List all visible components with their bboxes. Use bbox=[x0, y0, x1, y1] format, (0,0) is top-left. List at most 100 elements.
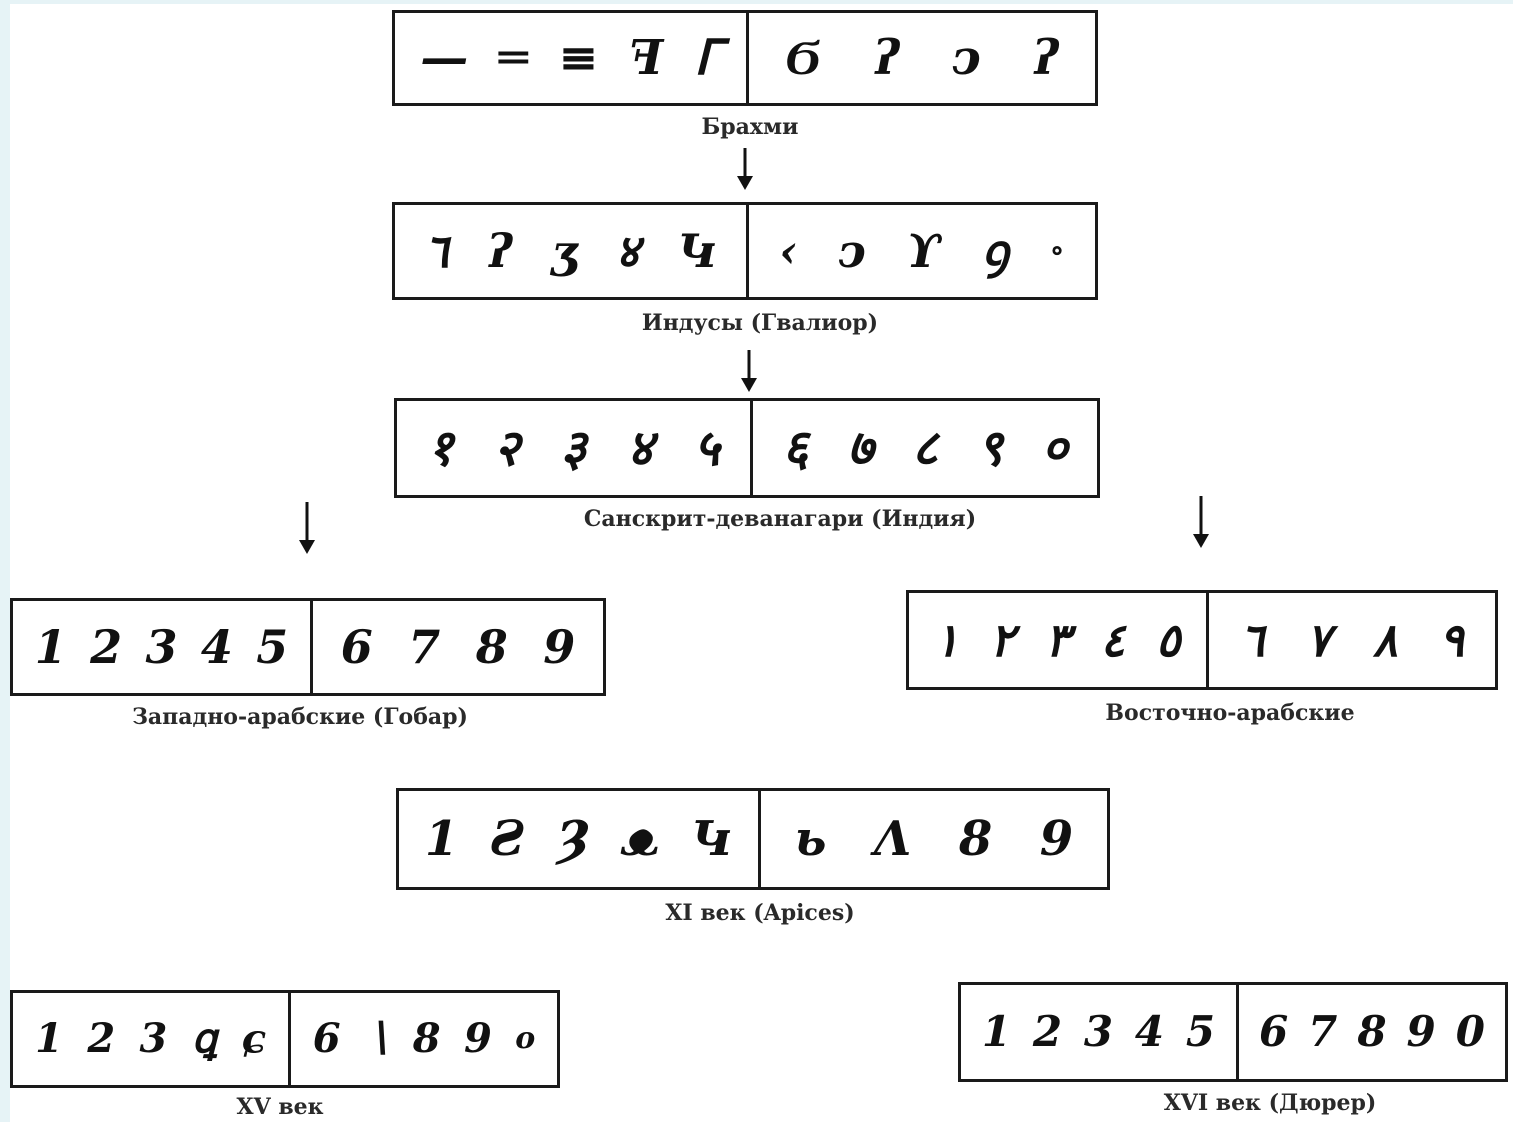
digit: 1 bbox=[35, 1015, 64, 1062]
digit: 7 bbox=[1308, 1007, 1338, 1056]
digit: 1 bbox=[981, 1007, 1012, 1056]
digit: ‹ bbox=[779, 224, 798, 278]
arrow-down-icon bbox=[299, 502, 315, 554]
digits-1-5: ٦ ʔ ʒ ४ Կ bbox=[395, 205, 749, 297]
digit: 9 bbox=[1406, 1007, 1436, 1056]
digit: 8 bbox=[412, 1015, 441, 1062]
digit: ४ bbox=[627, 418, 654, 477]
digit: ९ bbox=[976, 418, 1003, 477]
numeral-box-west-arabic: 1 2 3 4 5 6 7 8 9 bbox=[10, 598, 606, 696]
arrow-down-icon bbox=[741, 350, 757, 392]
digit: 6 bbox=[1258, 1007, 1289, 1056]
digit: ७ bbox=[847, 418, 874, 477]
digit: ʔ bbox=[1032, 30, 1060, 86]
digit: ८ bbox=[911, 418, 938, 477]
numeral-box-sanskrit: १ २ ३ ४ ५ ६ ७ ८ ९ ० bbox=[394, 398, 1100, 498]
digit: ٦ bbox=[424, 224, 449, 278]
digit: २ bbox=[493, 418, 520, 477]
digit: ϒ bbox=[906, 224, 942, 278]
digit: 3 bbox=[145, 620, 178, 674]
digits-1-5: 1 Ƨ Ȝ ᴥ Կ bbox=[399, 791, 761, 887]
digit: ٤ bbox=[1100, 613, 1126, 667]
digit: 2 bbox=[90, 620, 123, 674]
digit: o bbox=[515, 1021, 536, 1056]
digit: ٧ bbox=[1306, 613, 1332, 667]
numeral-box-east-arabic: ١ ٢ ٣ ٤ ٥ ٦ ٧ ٨ ٩ bbox=[906, 590, 1498, 690]
digit: ↄ bbox=[951, 30, 981, 86]
digits-6-9: ٦ ٧ ٨ ٩ bbox=[1209, 593, 1495, 687]
numeral-box-xi-century: 1 Ƨ Ȝ ᴥ Կ ь Λ 8 9 bbox=[396, 788, 1110, 890]
digit: ≡ bbox=[558, 30, 599, 86]
digit: 5 bbox=[256, 620, 289, 674]
caption-xvi-century: XVI век (Дюрер) bbox=[1163, 1090, 1377, 1116]
digit: 3 bbox=[139, 1015, 168, 1062]
digits-1-5: 1 2 3 ꝗ ɕ bbox=[13, 993, 291, 1085]
digit: 4 bbox=[1134, 1007, 1165, 1056]
digit: ᒥ bbox=[693, 30, 721, 86]
page-edge bbox=[0, 0, 10, 1122]
caption-xv-century: XV век bbox=[236, 1094, 324, 1120]
digits-1-5: — ═ ≡ ꟻ ᒥ bbox=[395, 13, 749, 103]
digit: ٢ bbox=[989, 613, 1015, 667]
digit: 6 bbox=[340, 620, 373, 674]
digit: 1 bbox=[424, 811, 459, 867]
digit: ꟻ bbox=[629, 30, 664, 86]
digits-1-5: 1 2 3 4 5 bbox=[961, 985, 1239, 1079]
digit: ∖ bbox=[363, 1015, 390, 1062]
digit: ʔ bbox=[487, 224, 513, 278]
digit: ४ bbox=[615, 224, 640, 278]
caption-east-arabic: Восточно-арабские bbox=[1105, 700, 1355, 726]
digit: ٦ bbox=[1239, 613, 1265, 667]
digits-1-5: १ २ ३ ४ ५ bbox=[397, 401, 753, 495]
digit: ∘ bbox=[1049, 233, 1065, 268]
digits-1-5: 1 2 3 4 5 bbox=[13, 601, 313, 693]
arrow-down-icon bbox=[737, 148, 753, 190]
caption-xi-century: XI век (Apices) bbox=[665, 900, 855, 926]
digit: ʒ bbox=[551, 224, 578, 278]
digit: 5 bbox=[1185, 1007, 1216, 1056]
digit: 7 bbox=[408, 620, 441, 674]
digit: 9 bbox=[543, 620, 576, 674]
numeral-box-xvi-century: 1 2 3 4 5 6 7 8 9 0 bbox=[958, 982, 1508, 1082]
digits-1-5: ١ ٢ ٣ ٤ ٥ bbox=[909, 593, 1209, 687]
digit: ꝯ bbox=[981, 224, 1009, 278]
digits-6-0: 6 7 8 9 0 bbox=[1239, 985, 1505, 1079]
digit: 8 bbox=[475, 620, 508, 674]
digit: — bbox=[420, 30, 469, 86]
digit: 8 bbox=[1357, 1007, 1387, 1056]
caption-sanskrit: Санскрит-деванагари (Индия) bbox=[583, 506, 977, 532]
digit: ٨ bbox=[1372, 613, 1398, 667]
arrow-down-icon bbox=[1193, 496, 1209, 548]
digit: ↄ bbox=[837, 224, 866, 278]
digit: ० bbox=[1041, 418, 1068, 477]
digit: ʔ bbox=[873, 30, 900, 86]
digit: १ bbox=[427, 418, 454, 477]
digit: 9 bbox=[464, 1015, 492, 1062]
digit: 3 bbox=[1083, 1007, 1114, 1056]
numeral-box-indus: ٦ ʔ ʒ ४ Կ ‹ ↄ ϒ ꝯ ∘ bbox=[392, 202, 1098, 300]
digit: Կ bbox=[678, 224, 717, 278]
digit: ١ bbox=[934, 613, 960, 667]
digits-6-9: ь Λ 8 9 bbox=[761, 791, 1107, 887]
digit: Λ bbox=[874, 811, 912, 867]
digit: Կ bbox=[691, 811, 733, 867]
digit: ٥ bbox=[1155, 613, 1181, 667]
digit: 2 bbox=[1032, 1007, 1063, 1056]
digits-6-0: ६ ७ ८ ९ ० bbox=[753, 401, 1097, 495]
digit: 8 bbox=[958, 811, 993, 867]
digits-6-9: 6 7 8 9 bbox=[313, 601, 603, 693]
digits-6-0: ‹ ↄ ϒ ꝯ ∘ bbox=[749, 205, 1095, 297]
digit: 1 bbox=[34, 620, 67, 674]
caption-brahmi: Брахми bbox=[701, 114, 799, 140]
digit: ь bbox=[794, 811, 827, 867]
digit: 4 bbox=[200, 620, 233, 674]
digit: ५ bbox=[693, 418, 720, 477]
digit: ٩ bbox=[1439, 613, 1465, 667]
digit: ६ bbox=[782, 418, 809, 477]
digit: ᴥ bbox=[621, 811, 660, 867]
digit: 6 bbox=[312, 1015, 341, 1062]
digit: ꝗ bbox=[191, 1015, 218, 1062]
digit: Ƨ bbox=[490, 811, 525, 867]
digits-6-0: Ϭ ʔ ↄ ʔ bbox=[749, 13, 1095, 103]
